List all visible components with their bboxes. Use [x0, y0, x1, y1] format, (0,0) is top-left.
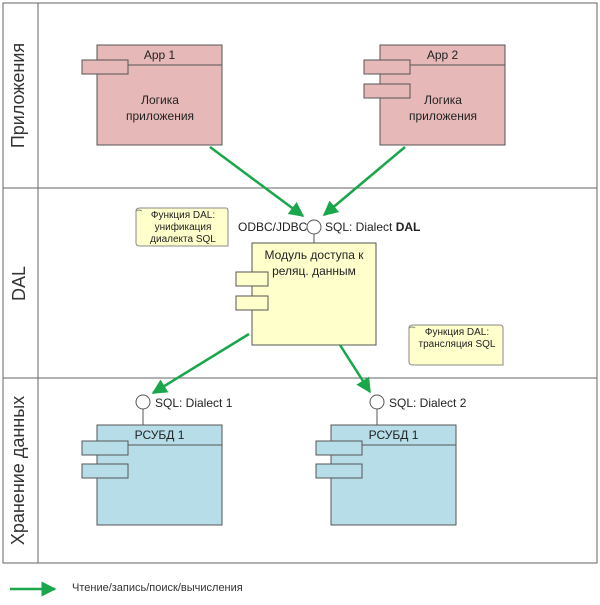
- dal-module-title: Модуль доступа к реляц. данным: [264, 248, 364, 278]
- note-unification-text: Функция DAL: унификация диалекта SQL: [150, 210, 216, 245]
- app2-port-tab-2: [363, 83, 411, 99]
- app2-port-tab-1: [363, 59, 411, 75]
- db2-interface-circle: [369, 394, 385, 410]
- db1-interface-circle: [135, 394, 151, 410]
- db1-port-label: SQL: Dialect 1: [155, 396, 233, 410]
- note-unification: [135, 207, 229, 247]
- dal-port-right-label: SQL: Dialect DAL: [325, 220, 421, 234]
- app1-body: Логика приложения: [125, 93, 195, 123]
- app2-title: App 2: [426, 48, 459, 62]
- dal-port-tab-2: [235, 295, 269, 311]
- db2-port-tab-1: [315, 440, 363, 456]
- db2-component[interactable]: [315, 424, 457, 526]
- db2-title: РСУБД 1: [368, 428, 419, 442]
- legend-label: Чтение/запись/поиск/вычисления: [72, 582, 243, 594]
- db1-title: РСУБД 1: [134, 428, 185, 442]
- db2-port-tab-2: [315, 463, 363, 479]
- app2-body: Логика приложения: [408, 93, 478, 123]
- app1-port-tab: [81, 59, 129, 75]
- arrow-app2-to-dal: [322, 146, 406, 216]
- swimlane-frame: [2, 2, 598, 564]
- lane-title-storage: Хранение данных: [8, 395, 29, 546]
- db1-port-tab-2: [81, 463, 129, 479]
- db1-port-tab-1: [81, 440, 129, 456]
- db1-component[interactable]: [81, 424, 223, 526]
- lane-title-apps: Приложения: [8, 42, 29, 149]
- note-translation-text: Функция DAL: трансляция SQL: [418, 327, 496, 350]
- app2-component[interactable]: [363, 44, 506, 146]
- app1-title: App 1: [143, 48, 176, 62]
- arrow-dal-to-db2: [338, 344, 372, 394]
- dal-port-tab-1: [235, 271, 269, 287]
- arrow-dal-to-db1: [151, 332, 250, 395]
- db2-port-label: SQL: Dialect 2: [389, 396, 467, 410]
- arrow-app1-to-dal: [209, 145, 305, 218]
- app1-component[interactable]: [81, 44, 223, 146]
- note-translation: [408, 324, 504, 366]
- lane-title-dal: DAL: [8, 265, 29, 301]
- dal-port-left-label: ODBC/JDBC: [238, 220, 308, 234]
- dal-module-component[interactable]: [235, 242, 377, 346]
- dal-interface-circle: [306, 219, 322, 235]
